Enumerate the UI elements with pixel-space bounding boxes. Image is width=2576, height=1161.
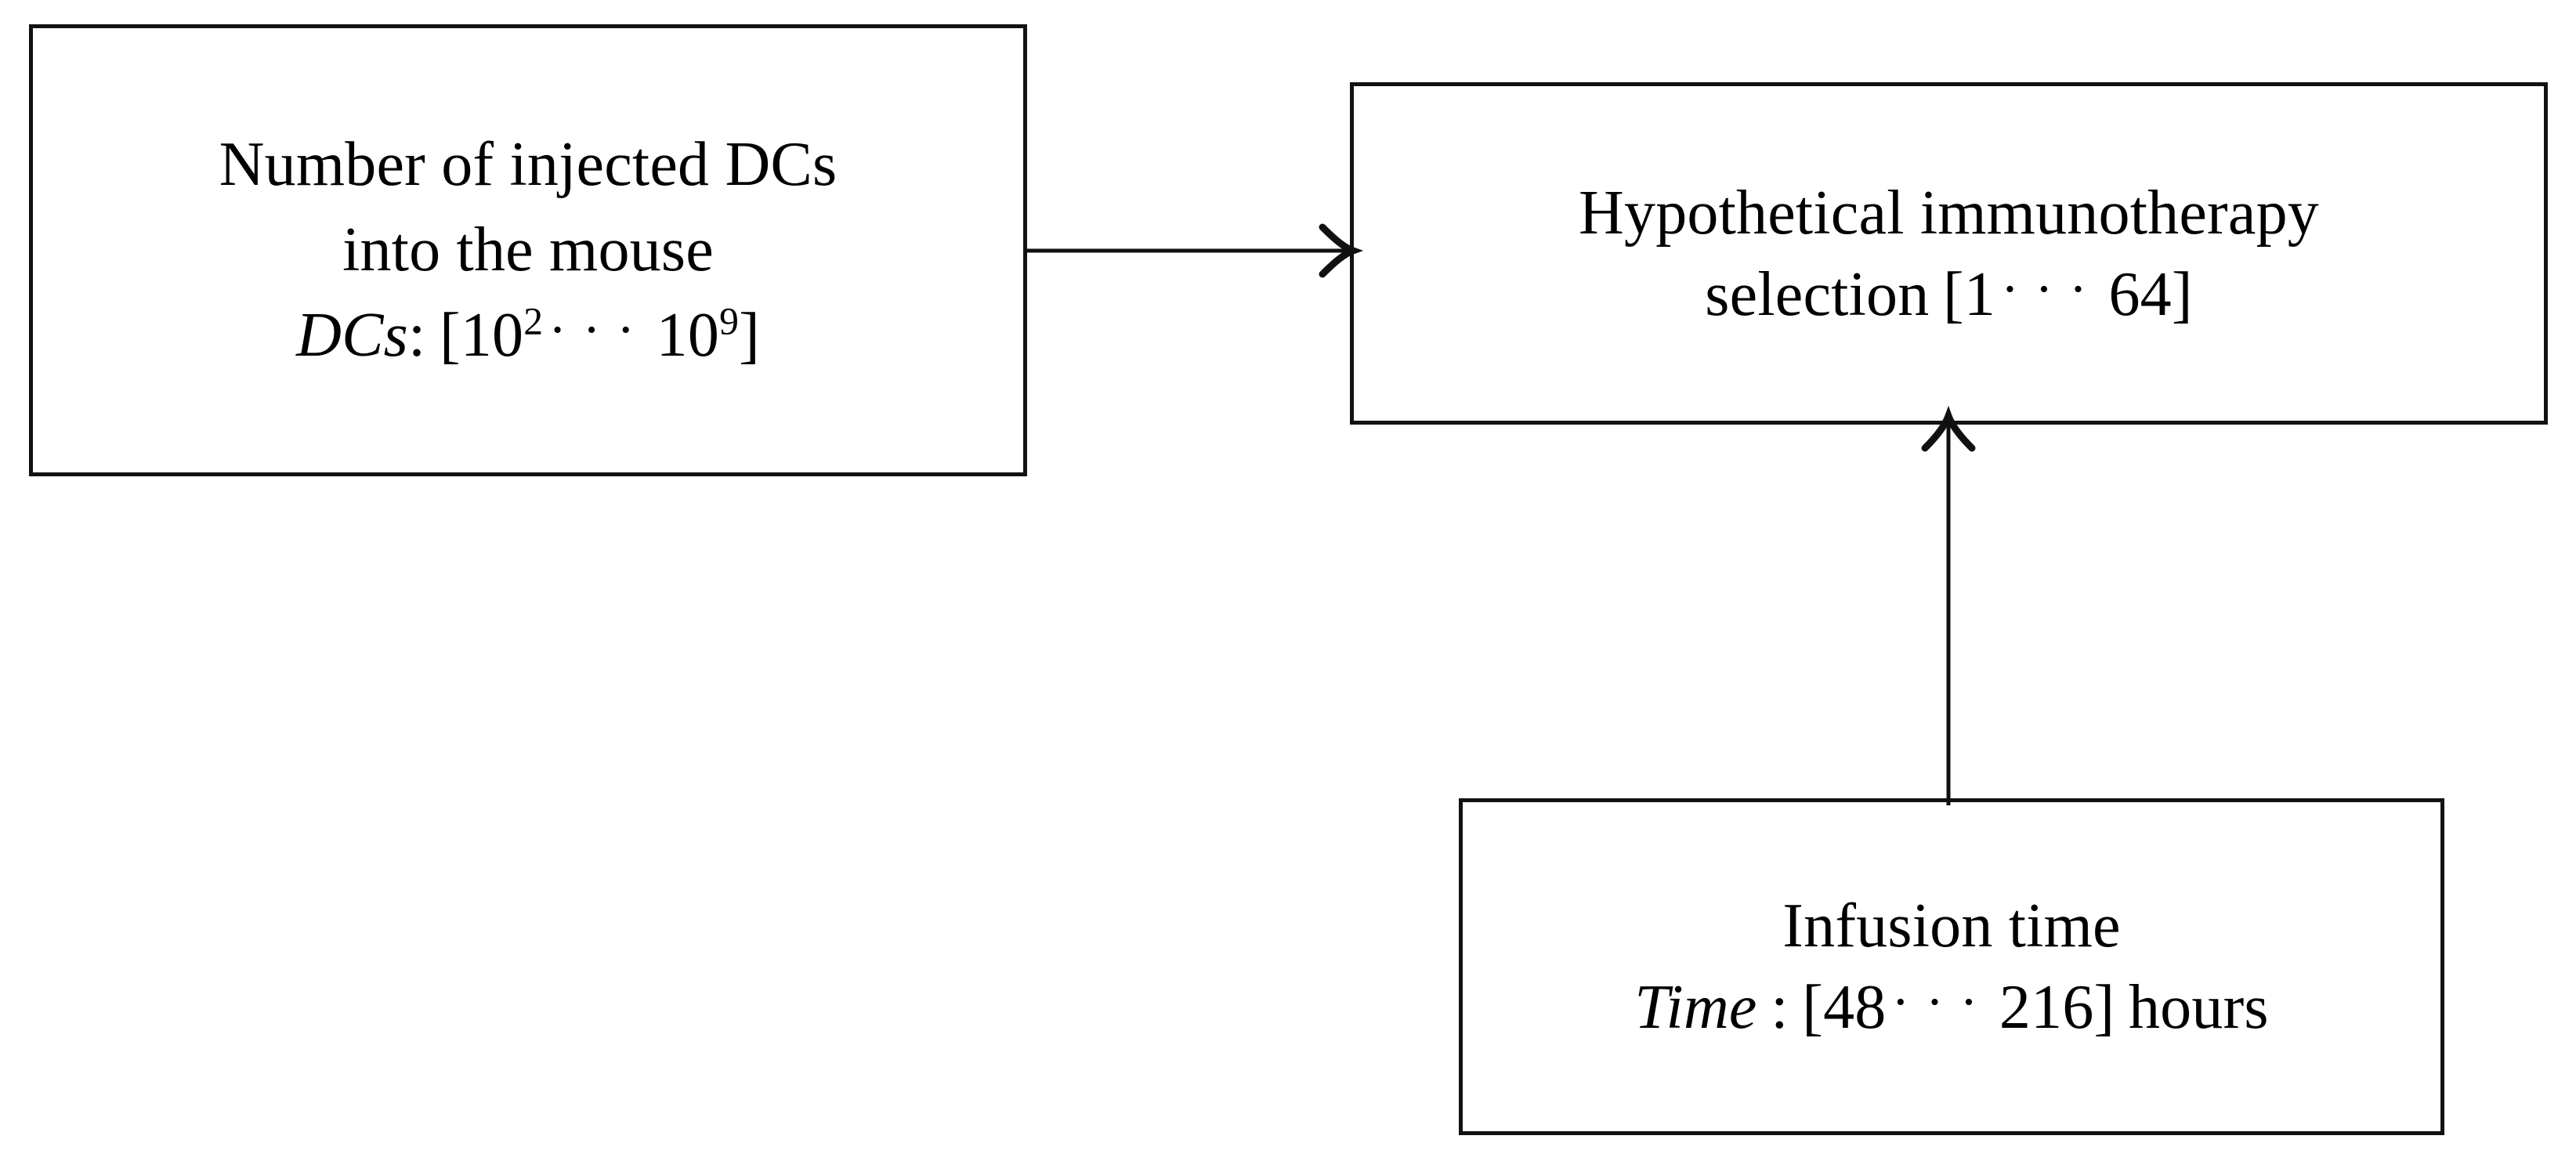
- node-infusion-separator: :: [1771, 973, 1789, 1042]
- node-dcs-line-1: Number of injected DCs: [219, 130, 838, 200]
- node-selection-range-dots: ···: [2000, 259, 2104, 319]
- arrow-dcs-to-selection-head: [1319, 223, 1364, 278]
- node-infusion-bracket-close: ]: [2093, 973, 2115, 1042]
- node-infusion-unit: hours: [2128, 973, 2269, 1042]
- node-selection-range-line: selection[1···64]: [1705, 254, 2192, 335]
- node-selection-low: 1: [1963, 259, 1996, 329]
- node-selection-line-1: Hypothetical immunotherapy: [1579, 178, 2319, 248]
- node-hypothetical-immunotherapy-selection: Hypothetical immunotherapy selection[1··…: [1350, 82, 2548, 425]
- node-selection-bracket-close: ]: [2171, 259, 2193, 329]
- node-selection-high: 64: [2108, 259, 2172, 329]
- node-dcs-bracket-close: ]: [739, 300, 760, 370]
- node-infusion-bracket-open: [: [1802, 973, 1824, 1042]
- node-infusion-line-1: Infusion time: [1782, 892, 2121, 960]
- node-number-of-injected-dcs: Number of injected DCs into the mouse DC…: [29, 24, 1027, 476]
- node-infusion-time: Infusion time Time:[48···216]hours: [1459, 798, 2444, 1135]
- node-selection-bracket-open: [: [1943, 259, 1964, 329]
- node-infusion-variable: Time: [1634, 973, 1757, 1042]
- node-infusion-range-line: Time:[48···216]hours: [1634, 967, 2269, 1048]
- node-dcs-high-exponent: 9: [719, 299, 740, 343]
- arrow-dcs-to-selection: [1023, 223, 1364, 278]
- node-selection-label: selection: [1705, 259, 1930, 329]
- node-dcs-low-base: 10: [460, 300, 524, 370]
- node-dcs-range-line: DCs:[102···109]: [296, 293, 760, 378]
- node-dcs-range-dots: ···: [548, 300, 651, 360]
- node-dcs-line-2: into the mouse: [342, 215, 714, 285]
- node-infusion-low: 48: [1823, 973, 1887, 1042]
- node-dcs-high-base: 10: [656, 300, 720, 370]
- arrow-infusion-to-selection: [1921, 405, 1976, 805]
- node-dcs-bracket-open: [: [440, 300, 461, 370]
- node-infusion-range-dots: ···: [1891, 972, 1995, 1033]
- node-dcs-low-exponent: 2: [523, 299, 544, 343]
- node-dcs-variable: DCs: [296, 300, 408, 370]
- node-dcs-separator: :: [407, 300, 426, 370]
- node-infusion-high: 216: [1999, 973, 2094, 1042]
